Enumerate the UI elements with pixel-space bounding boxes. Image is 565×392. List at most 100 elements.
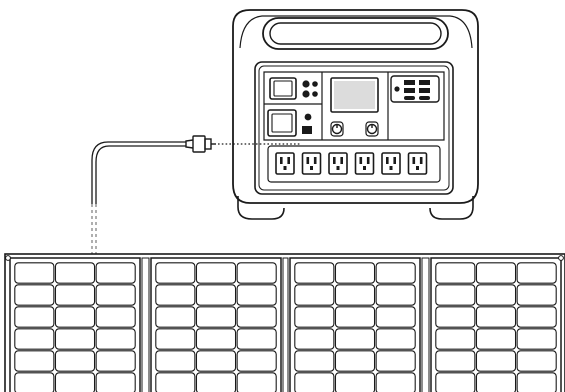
solar-cell	[236, 284, 277, 306]
ac-outlet-group	[275, 152, 428, 175]
solar-cell	[435, 350, 476, 372]
solar-cell	[516, 262, 557, 284]
solar-cell	[475, 350, 517, 372]
solar-array-frame	[4, 253, 565, 392]
solar-cell	[334, 262, 376, 284]
solar-panel	[430, 257, 562, 392]
solar-cell	[155, 306, 196, 328]
solar-cell	[334, 284, 376, 306]
dc-output-block	[269, 77, 318, 100]
ac-outlet	[354, 152, 375, 175]
solar-cell	[375, 262, 416, 284]
usb-port-block	[390, 75, 440, 103]
solar-cell	[294, 372, 335, 392]
usb-a-port-icon	[404, 80, 415, 85]
round-button-left	[330, 121, 344, 137]
solar-cell	[334, 306, 376, 328]
solar-cell	[294, 306, 335, 328]
solar-cell	[155, 372, 196, 392]
solar-cell	[195, 284, 237, 306]
solar-cell	[435, 284, 476, 306]
usb-a-port-icon	[404, 88, 415, 93]
cable-wire	[91, 141, 186, 204]
solar-cell	[334, 350, 376, 372]
solar-cell	[294, 262, 335, 284]
solar-cell	[475, 372, 517, 392]
upper-module-outline	[263, 71, 445, 141]
solar-cell	[95, 350, 136, 372]
mount-hole-icon	[558, 255, 564, 261]
solar-cell	[236, 262, 277, 284]
ac-outlet	[301, 152, 322, 175]
solar-cell	[516, 350, 557, 372]
usb-c-port-icon	[404, 96, 415, 100]
solar-cell	[236, 372, 277, 392]
solar-cell	[14, 350, 55, 372]
dc-port-icon	[312, 81, 318, 87]
panel-hinge	[141, 257, 150, 392]
solar-cell	[435, 306, 476, 328]
solar-cell	[195, 372, 237, 392]
solar-cell	[236, 306, 277, 328]
dc-output-button	[269, 77, 297, 100]
solar-cell	[375, 328, 416, 350]
solar-cell	[375, 350, 416, 372]
solar-cell	[14, 284, 55, 306]
solar-cell	[54, 284, 96, 306]
solar-cell	[375, 284, 416, 306]
solar-cell	[95, 306, 136, 328]
lcd-screen-glass	[334, 81, 375, 109]
solar-cell	[95, 372, 136, 392]
solar-cell	[294, 328, 335, 350]
solar-cell	[54, 306, 96, 328]
ac-outlet	[381, 152, 401, 175]
solar-cell	[54, 262, 96, 284]
usb-indicator-icon	[394, 86, 400, 92]
solar-cell	[435, 262, 476, 284]
mount-hole-icon	[5, 255, 11, 261]
cable-plug-connector	[192, 135, 206, 153]
solar-panel	[150, 257, 282, 392]
solar-cell	[155, 262, 196, 284]
power-station	[232, 9, 479, 220]
solar-cell	[375, 372, 416, 392]
ac-outlet	[407, 152, 428, 175]
dc-port-icon	[302, 90, 310, 98]
solar-cell	[14, 328, 55, 350]
lcd-screen	[330, 77, 379, 113]
solar-cell	[195, 350, 237, 372]
station-left-foot	[237, 196, 285, 220]
panel-hinge	[421, 257, 430, 392]
solar-cell	[334, 372, 376, 392]
solar-cell	[195, 306, 237, 328]
solar-cell	[14, 372, 55, 392]
usb-a-port-icon	[419, 80, 430, 85]
solar-cell	[516, 284, 557, 306]
solar-cell	[236, 350, 277, 372]
solar-cell	[54, 328, 96, 350]
solar-cell	[155, 328, 196, 350]
solar-panel	[289, 257, 421, 392]
solar-cell	[475, 306, 517, 328]
station-body	[232, 9, 479, 204]
carry-handle-inner	[269, 22, 442, 45]
station-front-panel	[254, 61, 454, 195]
solar-cell	[155, 284, 196, 306]
ac-outlet	[275, 152, 295, 175]
solar-cell	[54, 372, 96, 392]
solar-panel	[9, 257, 141, 392]
solar-cell	[236, 328, 277, 350]
solar-cell	[14, 262, 55, 284]
dc-port-icon	[302, 80, 310, 88]
solar-cell	[375, 306, 416, 328]
panel-hinge	[282, 257, 289, 392]
solar-cell	[294, 350, 335, 372]
solar-cell	[516, 372, 557, 392]
carry-handle-outer	[262, 17, 449, 50]
dc-port-icon	[312, 91, 318, 97]
solar-cell	[95, 262, 136, 284]
station-right-foot	[429, 196, 474, 220]
ac-power-button	[267, 109, 297, 137]
solar-cell	[14, 306, 55, 328]
